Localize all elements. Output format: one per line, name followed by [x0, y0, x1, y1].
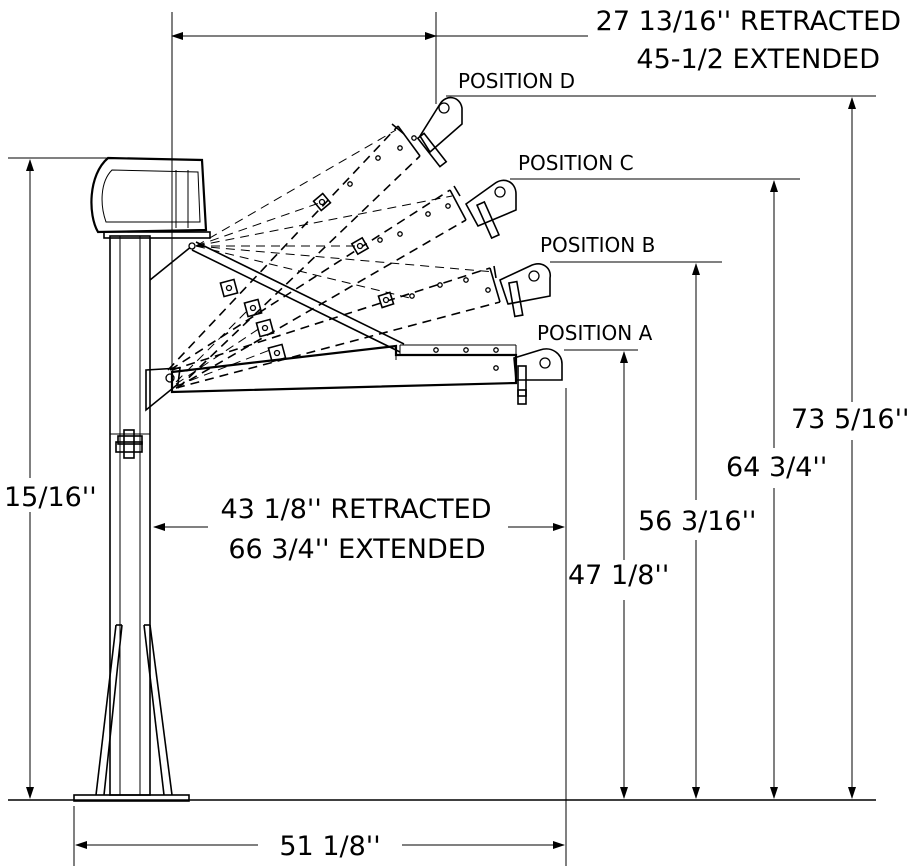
reach-dimension — [153, 388, 567, 866]
mast-assembly — [73, 231, 211, 802]
height-a-label: 47 1/8'' — [568, 560, 669, 591]
brace-plates — [175, 278, 287, 387]
position-b-label: POSITION B — [540, 233, 655, 257]
height-d-label: 73 5/16'' — [791, 404, 909, 435]
reach-retracted-label: 43 1/8'' RETRACTED — [221, 494, 492, 525]
boom-position-b — [171, 245, 552, 389]
height-c-dimension — [510, 178, 800, 799]
height-a-dimension — [564, 349, 638, 799]
height-d-dimension — [446, 95, 876, 799]
boom-pivot-bracket — [145, 367, 181, 412]
left-height-label: 15/16'' — [4, 482, 97, 513]
height-b-label: 56 3/16'' — [638, 506, 756, 537]
height-c-label: 64 3/4'' — [726, 452, 827, 483]
top-width-dimension — [171, 12, 588, 380]
base-width-label: 51 1/8'' — [279, 831, 380, 862]
base-width-dimension — [73, 806, 565, 866]
position-a-label: POSITION A — [537, 321, 653, 345]
boom-position-d — [167, 96, 463, 389]
position-c-label: POSITION C — [518, 151, 634, 175]
boom-position-a — [170, 344, 563, 405]
top-width-extended-label: 45-1/2 EXTENDED — [636, 44, 880, 75]
winch-housing — [90, 156, 208, 234]
height-b-dimension — [550, 261, 722, 799]
top-width-retracted-label: 27 13/16'' RETRACTED — [596, 6, 901, 37]
reach-extended-label: 66 3/4'' EXTENDED — [228, 534, 485, 565]
position-d-label: POSITION D — [458, 69, 575, 93]
left-height-dimension — [8, 157, 108, 799]
boom-position-c — [169, 179, 517, 389]
